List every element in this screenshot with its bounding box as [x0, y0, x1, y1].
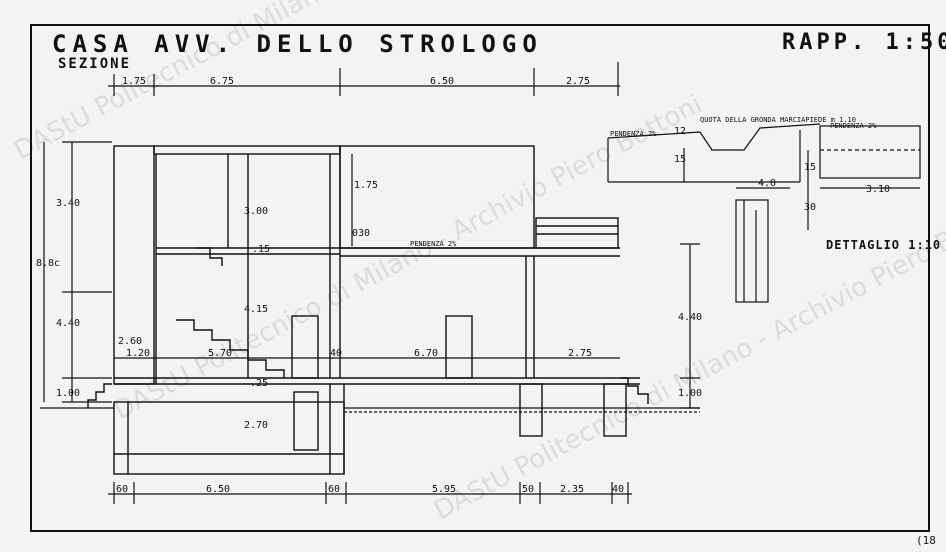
- dim-left-4: 1.00: [56, 388, 80, 399]
- dim-bottom-1: 60: [116, 484, 128, 495]
- dim-detail-3: 4.0: [758, 178, 776, 189]
- dim-int-4: 4.15: [244, 304, 268, 315]
- dim-int-10: .25: [250, 378, 268, 389]
- building-section: [87, 145, 649, 475]
- detail-quota-note: QUOTA DELLA GRONDA MARCIAPIEDE m 1.10: [700, 116, 856, 124]
- detail-slope-right: PENDENZA 2%: [830, 122, 877, 130]
- drawing-title: CASA AVV. DELLO STROLOGO: [52, 30, 543, 58]
- dim-bottom-3: 60: [328, 484, 340, 495]
- dim-int-3: 030: [352, 228, 370, 239]
- dim-mid-2: 5.70: [208, 348, 232, 359]
- dim-mid-5: 2.75: [568, 348, 592, 359]
- dim-int-9: .15: [252, 244, 270, 255]
- dim-left-2: 8.8c: [36, 258, 60, 269]
- dim-mid-4: 6.70: [414, 348, 438, 359]
- interior-dimensions: 1.75 3.00 030 4.15 2.60 2.70 4.40 1.00 .…: [118, 154, 702, 431]
- ground-line: [40, 407, 700, 413]
- dim-detail-5: 30: [804, 202, 816, 213]
- dim-top-3: 6.50: [430, 76, 454, 87]
- dim-mid-3: 40: [330, 348, 342, 359]
- dim-bottom-5: 50: [522, 484, 534, 495]
- dim-top-2: 6.75: [210, 76, 234, 87]
- dim-top-1: 1.75: [122, 76, 146, 87]
- dim-detail-4: 15: [804, 162, 816, 173]
- dim-int-6: 2.70: [244, 420, 268, 431]
- dim-bottom-4: 5.95: [432, 484, 456, 495]
- dim-detail-2: 15: [674, 154, 686, 165]
- dim-detail-1: 12: [674, 126, 686, 137]
- dim-mid-1: 1.20: [126, 348, 150, 359]
- top-dimension-line: 1.75 6.75 6.50 2.75: [108, 62, 620, 96]
- middle-dimension-line: 1.20 5.70 40 6.70 2.75: [114, 348, 620, 359]
- dim-bottom-6: 2.35: [560, 484, 584, 495]
- dim-left-3: 4.40: [56, 318, 80, 329]
- sheet-number: (18: [916, 534, 936, 547]
- roof-slope-note: PENDENZA 2%: [410, 240, 457, 248]
- detail-title: DETTAGLIO 1:10: [826, 238, 942, 252]
- dim-int-1: 1.75: [354, 180, 378, 191]
- dim-detail-6: 3.10: [866, 184, 890, 195]
- dim-int-2: 3.00: [244, 206, 268, 217]
- dim-bottom-7: 40: [612, 484, 624, 495]
- dim-top-4: 2.75: [566, 76, 590, 87]
- drawing-scale: RAPP. 1:50: [782, 30, 946, 55]
- drawing-frame: [30, 24, 930, 532]
- left-dimension-line: 3.40 8.8c 4.40 1.00: [36, 141, 112, 403]
- dim-bottom-2: 6.50: [206, 484, 230, 495]
- detail-slope-left: PENDENZA 2%: [610, 130, 657, 138]
- dim-left-1: 3.40: [56, 198, 80, 209]
- dim-int-5: 2.60: [118, 336, 142, 347]
- drawing-subtitle: SEZIONE: [58, 56, 132, 72]
- bottom-dimension-line: 60 6.50 60 5.95 50 2.35 40: [108, 482, 632, 504]
- gutter-detail: QUOTA DELLA GRONDA MARCIAPIEDE m 1.10 PE…: [607, 116, 921, 303]
